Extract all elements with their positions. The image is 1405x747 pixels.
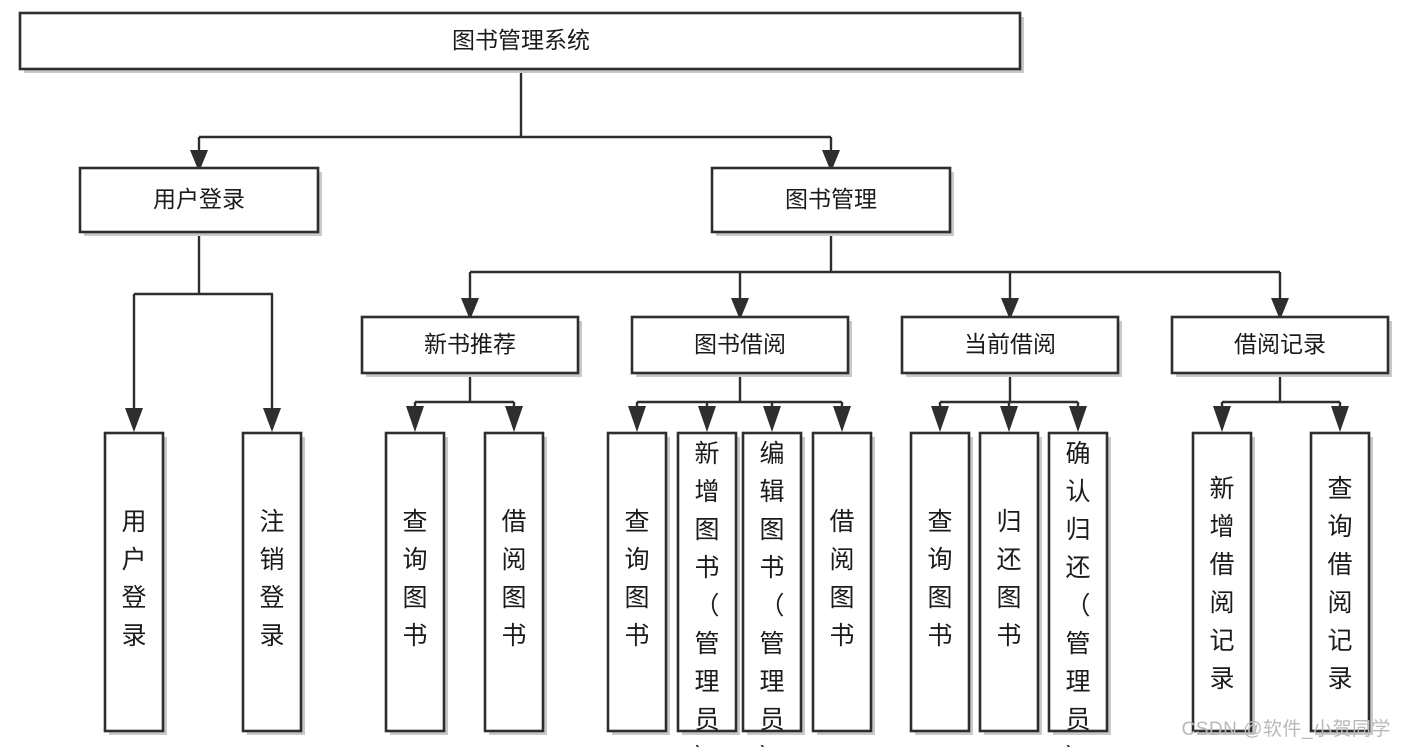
leaf-label-cb-return-book: 归还图书 [996, 508, 1021, 650]
arrowhead-br-leaf-1 [1213, 406, 1231, 432]
leaf-box-bb-edit-book[interactable] [741, 431, 803, 733]
leaf-label-logout: 注销登录 [259, 508, 284, 650]
leaf-node[interactable]: 查询图书 [384, 431, 448, 735]
leaf-label-br-query-record: 查询借阅记录 [1327, 475, 1352, 693]
arrowhead-br-leaf-2 [1331, 406, 1349, 432]
leaf-node[interactable]: 新增借阅记录 [1191, 431, 1255, 735]
leaf-label-cb-query-book: 查询图书 [927, 508, 952, 650]
arrowhead-cb-leaf-2 [1000, 406, 1018, 432]
new-book-label: 新书推荐 [424, 331, 516, 357]
leaf-label-bb-borrow-book: 借阅图书 [829, 508, 854, 650]
node-borrow-record[interactable]: 借阅记录 [1170, 315, 1392, 377]
user-login-label: 用户登录 [153, 186, 245, 212]
node-current-borrow[interactable]: 当前借阅 [900, 315, 1122, 377]
arrowhead-nb-leaf-1 [406, 406, 424, 432]
leaf-node[interactable]: 查询借阅记录 [1309, 431, 1373, 735]
arrowhead-new-book [461, 298, 479, 320]
leaf-node[interactable]: 借阅图书 [483, 431, 547, 735]
arrowhead-book-borrow [731, 298, 749, 320]
leaf-box-nb-query-book[interactable] [384, 431, 446, 733]
leaf-box-bb-borrow-book[interactable] [811, 431, 873, 733]
leaf-box-user-login[interactable] [103, 431, 165, 733]
leaf-box-cb-return-book[interactable] [978, 431, 1040, 733]
leaf-node[interactable]: 借阅图书 [811, 431, 875, 735]
arrowhead-bb-leaf-2 [698, 406, 716, 432]
arrowhead-cb-leaf-3 [1069, 406, 1087, 432]
leaf-node[interactable]: 查询图书 [606, 431, 670, 735]
leaf-box-br-add-record[interactable] [1191, 431, 1253, 733]
leaf-label-user-login: 用户登录 [121, 508, 146, 650]
arrowhead-borrow-record [1271, 298, 1289, 320]
new-book-box[interactable] [360, 315, 580, 375]
node-book-manage[interactable]: 图书管理 [710, 166, 954, 236]
user-login-box[interactable] [78, 166, 320, 234]
leaf-node[interactable]: 注销登录 [241, 431, 305, 735]
arrowhead-user-login [190, 150, 208, 172]
leaf-box-cb-query-book[interactable] [909, 431, 971, 733]
arrowhead-book-manage [822, 150, 840, 172]
current-borrow-box[interactable] [900, 315, 1120, 375]
leaf-label-br-add-record: 新增借阅记录 [1209, 475, 1234, 693]
node-root[interactable]: 图书管理系统 [18, 11, 1024, 73]
node-book-borrow[interactable]: 图书借阅 [630, 315, 852, 377]
arrowhead-leaf-user-login [125, 408, 143, 432]
leaf-node[interactable]: 查询图书 [909, 431, 973, 735]
leaf-node[interactable]: 归还图书 [978, 431, 1042, 735]
book-manage-box[interactable] [710, 166, 952, 234]
arrowhead-current-borrow [1001, 298, 1019, 320]
leaf-box-br-query-record[interactable] [1309, 431, 1371, 733]
borrow-record-box[interactable] [1170, 315, 1390, 375]
root-label: 图书管理系统 [452, 27, 590, 53]
arrow-heads [125, 150, 1349, 432]
leaf-label-bb-query-book: 查询图书 [624, 508, 649, 650]
leaf-node[interactable]: 新增图书（管理员） [676, 431, 740, 747]
arrowhead-bb-leaf-4 [833, 406, 851, 432]
leaf-label-cb-confirm-return: 确认归还（管理员） [1065, 440, 1090, 747]
leaf-label-nb-borrow-book: 借阅图书 [501, 508, 526, 650]
leaf-box-bb-query-book[interactable] [606, 431, 668, 733]
leaf-box-logout[interactable] [241, 431, 303, 733]
book-borrow-box[interactable] [630, 315, 850, 375]
leaf-box-bb-add-book[interactable] [676, 431, 738, 733]
book-borrow-label: 图书借阅 [694, 331, 786, 357]
node-new-book-recommend[interactable]: 新书推荐 [360, 315, 582, 377]
arrowhead-cb-leaf-1 [931, 406, 949, 432]
leaf-label-bb-edit-book: 编辑图书（管理员） [759, 440, 784, 747]
arrowhead-bb-leaf-1 [628, 406, 646, 432]
leaf-node[interactable]: 编辑图书（管理员） [741, 431, 805, 747]
arrowhead-bb-leaf-3 [763, 406, 781, 432]
leaf-box-nb-borrow-book[interactable] [483, 431, 545, 733]
leaf-node[interactable]: 确认归还（管理员） [1047, 431, 1111, 747]
current-borrow-label: 当前借阅 [964, 331, 1056, 357]
arrowhead-nb-leaf-2 [505, 406, 523, 432]
leaf-box-cb-confirm-return[interactable] [1047, 431, 1109, 733]
arrowhead-leaf-logout [263, 408, 281, 432]
root-box[interactable] [18, 11, 1022, 71]
borrow-record-label: 借阅记录 [1234, 331, 1326, 357]
leaf-label-bb-add-book: 新增图书（管理员） [694, 440, 719, 747]
book-manage-label: 图书管理 [785, 186, 877, 212]
leaf-label-nb-query-book: 查询图书 [402, 508, 427, 650]
node-user-login[interactable]: 用户登录 [78, 166, 322, 236]
leaf-node[interactable]: 用户登录 [103, 431, 167, 735]
